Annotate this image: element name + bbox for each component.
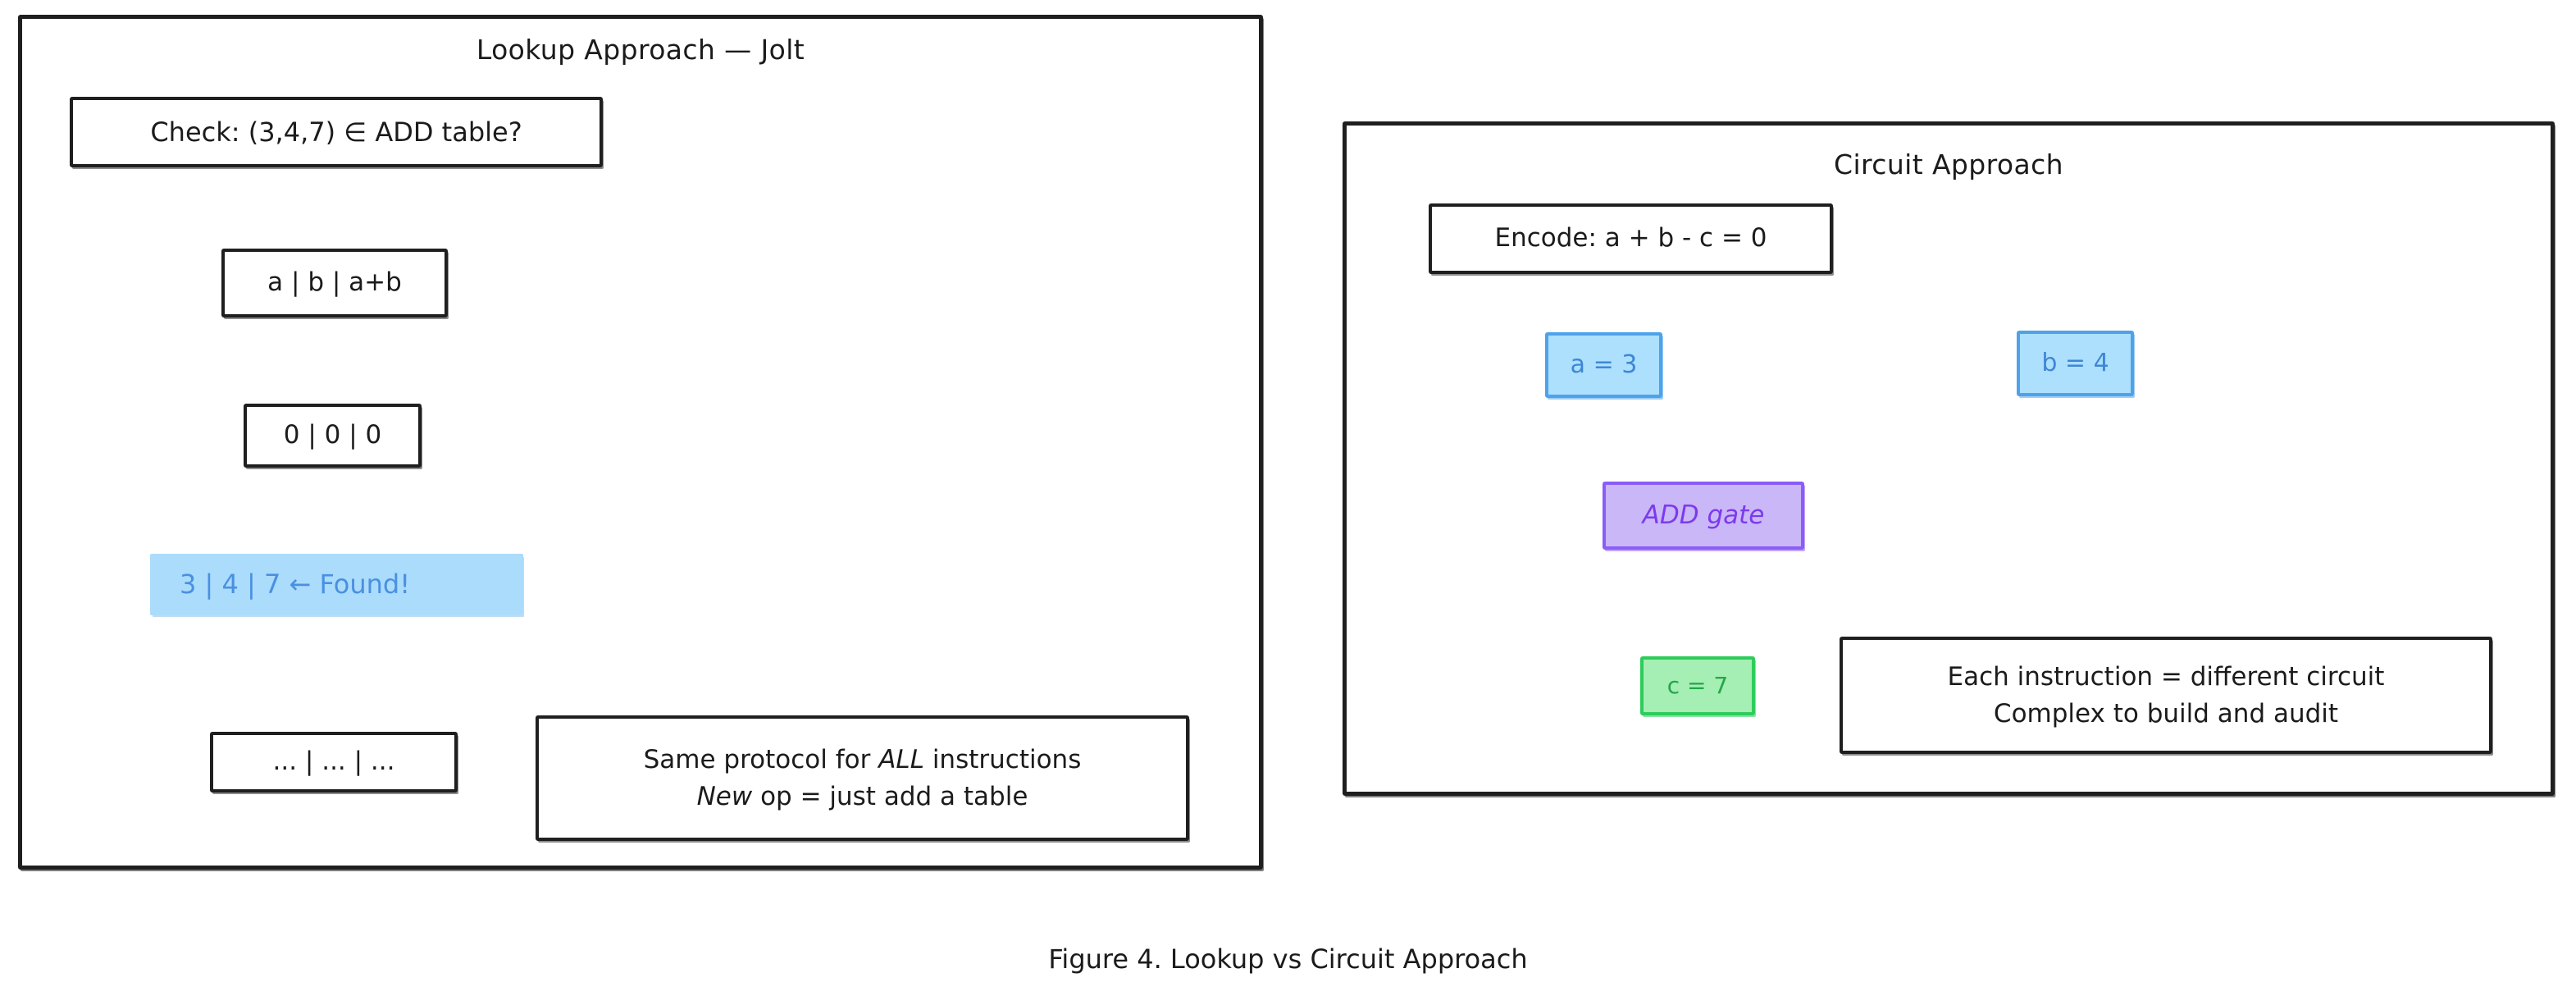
note-left-line2-emphasis: New: [696, 781, 753, 811]
note-left-line1-pre: Same protocol for: [643, 744, 879, 774]
note-left-line-2: New op = just add a table: [697, 779, 1028, 815]
note-left-line1-emphasis: ALL: [878, 744, 924, 774]
node-add-gate: ADD gate: [1603, 482, 1804, 550]
note-left-line1-post: instructions: [923, 744, 1082, 774]
node-input-b: b = 4: [2017, 331, 2134, 396]
node-encode-constraint: Encode: a + b - c = 0: [1429, 203, 1833, 274]
note-circuit-drawbacks: Each instruction = different circuit Com…: [1840, 637, 2492, 754]
note-left-line-1: Same protocol for ALL instructions: [644, 742, 1082, 779]
panel-left-title: Lookup Approach — Jolt: [476, 34, 805, 66]
node-table-header: a | b | a+b: [221, 249, 448, 317]
node-table-row-found: 3 | 4 | 7 ← Found!: [150, 554, 523, 615]
note-left-line2-post: op = just add a table: [752, 781, 1028, 811]
node-input-a: a = 3: [1545, 332, 1662, 398]
note-right-line-2: Complex to build and audit: [1993, 698, 2339, 729]
panel-right-title: Circuit Approach: [1834, 148, 2063, 180]
node-check-lookup: Check: (3,4,7) ∈ ADD table?: [70, 97, 603, 167]
node-table-row-ellipsis: ... | ... | ...: [210, 732, 458, 793]
figure-caption: Figure 4. Lookup vs Circuit Approach: [1048, 943, 1528, 975]
note-lookup-benefits: Same protocol for ALL instructions New o…: [536, 715, 1189, 841]
note-right-line-1: Each instruction = different circuit: [1947, 661, 2385, 692]
node-table-row-zeros: 0 | 0 | 0: [244, 404, 422, 468]
node-output-c: c = 7: [1640, 656, 1755, 715]
